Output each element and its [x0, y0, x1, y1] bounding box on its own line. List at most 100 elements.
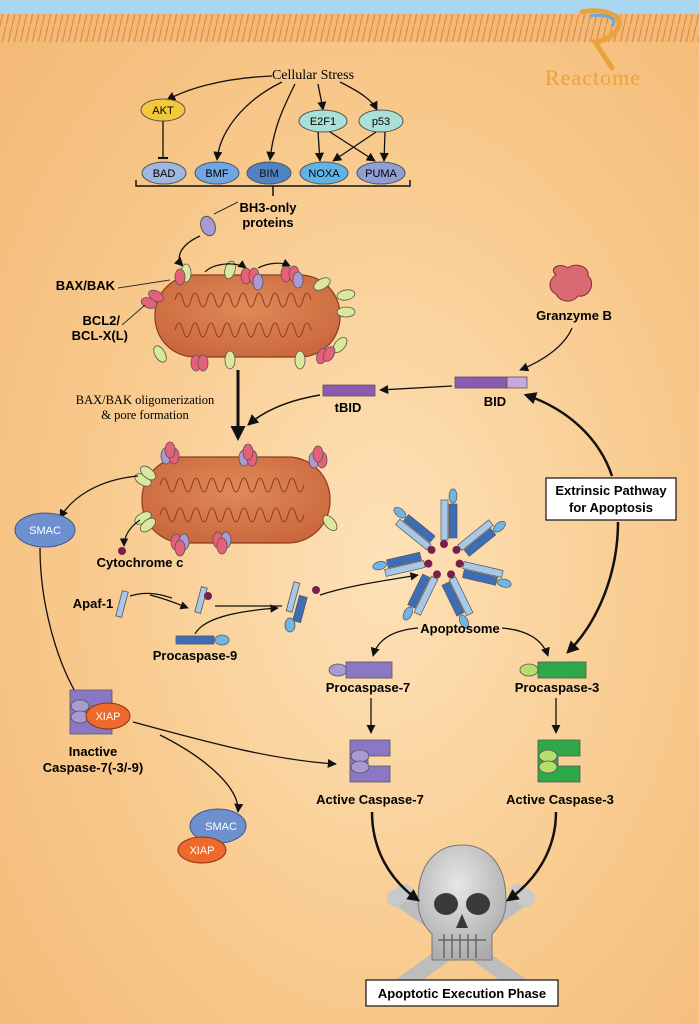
bid-label: BID — [484, 394, 506, 409]
stress-arrows — [166, 75, 378, 161]
e2f1-node — [298, 109, 348, 133]
xiap-complex-label: XIAP — [189, 845, 214, 857]
casp7-to-execution-arrow — [370, 811, 421, 902]
apaf1-icon — [115, 590, 129, 618]
bh3-only-label-line2: proteins — [242, 215, 293, 230]
casp3-to-execution-arrow — [505, 811, 558, 902]
procaspase3-icon — [537, 661, 587, 679]
inactive-caspase-label-line1: Inactive — [69, 744, 117, 759]
tbid-to-mito-arrow — [247, 394, 321, 426]
bax-bak-complex-top — [240, 265, 304, 291]
apoptosome-label: Apoptosome — [420, 621, 499, 636]
bh3-to-mito-arrow — [173, 235, 201, 267]
e2f1-p53-arrows — [314, 131, 389, 162]
procaspase3-prodomain — [519, 663, 539, 677]
puma-node — [356, 161, 406, 185]
tbid-label: tBID — [335, 400, 362, 415]
procasp9-binding-arrow — [194, 604, 279, 635]
e2f1-label: E2F1 — [310, 116, 336, 128]
extrinsic-to-bid-arrow — [523, 392, 614, 477]
extrinsic-pathway-box — [545, 477, 677, 521]
skull-crossbones-icon — [387, 844, 535, 1002]
inactive-caspase-xiap-complex — [69, 689, 131, 735]
cytochrome-c-label: Cytochrome c — [97, 555, 184, 570]
procaspase9-card-domain — [214, 634, 230, 646]
smac-to-xiap-arrow — [39, 547, 81, 701]
bim-node — [246, 161, 292, 185]
bh3-bracket — [135, 180, 411, 196]
bid-icon — [454, 376, 508, 389]
procaspase7-icon — [345, 661, 393, 679]
bid-to-tbid-arrow — [379, 385, 453, 395]
extrinsic-label-line2: for Apoptosis — [569, 500, 653, 515]
bh3-only-protein-icon — [200, 215, 216, 237]
mitochondrion-top — [154, 274, 341, 358]
granzyme-to-bid-arrow — [519, 327, 573, 372]
active-caspase3-icon — [537, 739, 581, 783]
procaspase7-prodomain — [328, 663, 348, 677]
apaf1-connector — [129, 592, 173, 599]
tbid-icon — [322, 384, 376, 397]
active-caspase7-icon — [349, 739, 391, 783]
bid-cleavable-tail — [506, 376, 528, 389]
bcl2-proteins-top — [153, 260, 356, 370]
bcl2-pointer — [121, 304, 146, 326]
mito-to-smac-arrow — [59, 475, 139, 519]
smac-node — [14, 512, 76, 548]
smac-xiap-xiap-node — [177, 836, 227, 864]
smac-complex-label: SMAC — [205, 821, 237, 833]
apoptosome-to-procasp7-arrow — [370, 627, 419, 657]
execution-phase-label: Apoptotic Execution Phase — [378, 986, 546, 1001]
activation-arrow-2 — [257, 258, 291, 269]
smac-label: SMAC — [29, 525, 61, 537]
procaspase7-label: Procaspase-7 — [326, 680, 411, 695]
procaspase3-label: Procaspase-3 — [515, 680, 600, 695]
noxa-label: NOXA — [308, 168, 340, 180]
puma-label: PUMA — [365, 168, 397, 180]
p53-node — [358, 109, 404, 133]
bcl2-label-line2: BCL-X(L) — [72, 328, 128, 343]
header-hatched-band — [0, 14, 699, 42]
granzyme-b-icon — [549, 264, 593, 302]
cytochrome-c-icon — [118, 547, 126, 555]
oligomerization-label-line2: & pore formation — [101, 408, 189, 422]
bad-node — [141, 161, 187, 185]
apaf1-to-complex-arrow — [149, 594, 189, 610]
extrinsic-to-procasp3-arrow — [566, 521, 620, 654]
bcl2-label-line1: BCL2/ — [82, 313, 120, 328]
apoptosome-to-procasp3-arrow — [501, 627, 550, 657]
header-blue-band — [0, 0, 699, 14]
procaspase9-label: Procaspase-9 — [153, 648, 238, 663]
apoptosome-monomer — [284, 581, 320, 633]
xiap-label: XIAP — [95, 711, 120, 723]
bax-bak-label: BAX/BAK — [56, 278, 116, 293]
mito-bottom-proteins — [134, 441, 338, 557]
extrinsic-label-line1: Extrinsic Pathway — [555, 483, 667, 498]
bax-bak-proteins-top — [140, 268, 336, 372]
bh3-only-label-line1: BH3-only — [239, 200, 297, 215]
bad-label: BAD — [153, 168, 176, 180]
oligomerization-label-line1: BAX/BAK oligomerization — [76, 393, 215, 407]
xiap-release-to-casp7-arrow — [132, 721, 337, 769]
to-apoptosome-arrow — [319, 572, 419, 596]
noxa-node — [299, 161, 349, 185]
bmf-label: BMF — [205, 168, 229, 180]
execution-phase-box — [365, 979, 559, 1007]
inactive-caspase-label-line2: Caspase-7(-3/-9) — [43, 760, 143, 775]
bmf-node — [194, 161, 240, 185]
active-caspase7-label: Active Caspase-7 — [316, 792, 424, 807]
reactome-logo: Reactome — [545, 8, 641, 90]
bh3-family-row: BAD BMF BIM NOXA PUMA — [141, 161, 406, 185]
apoptosome-icon — [372, 488, 512, 629]
procaspase9-icon — [175, 635, 215, 645]
mitochondrion-bottom — [141, 456, 331, 544]
active-caspase3-label: Active Caspase-3 — [506, 792, 614, 807]
activation-arrow-1 — [204, 260, 247, 273]
p53-label: p53 — [372, 116, 390, 128]
bax-bak-pointer — [117, 279, 171, 289]
cellular-stress-label: Cellular Stress — [272, 68, 354, 83]
bim-label: BIM — [259, 168, 279, 180]
xiap-to-smac-complex-arrow — [159, 734, 244, 813]
reactome-logo-text: Reactome — [545, 65, 641, 90]
